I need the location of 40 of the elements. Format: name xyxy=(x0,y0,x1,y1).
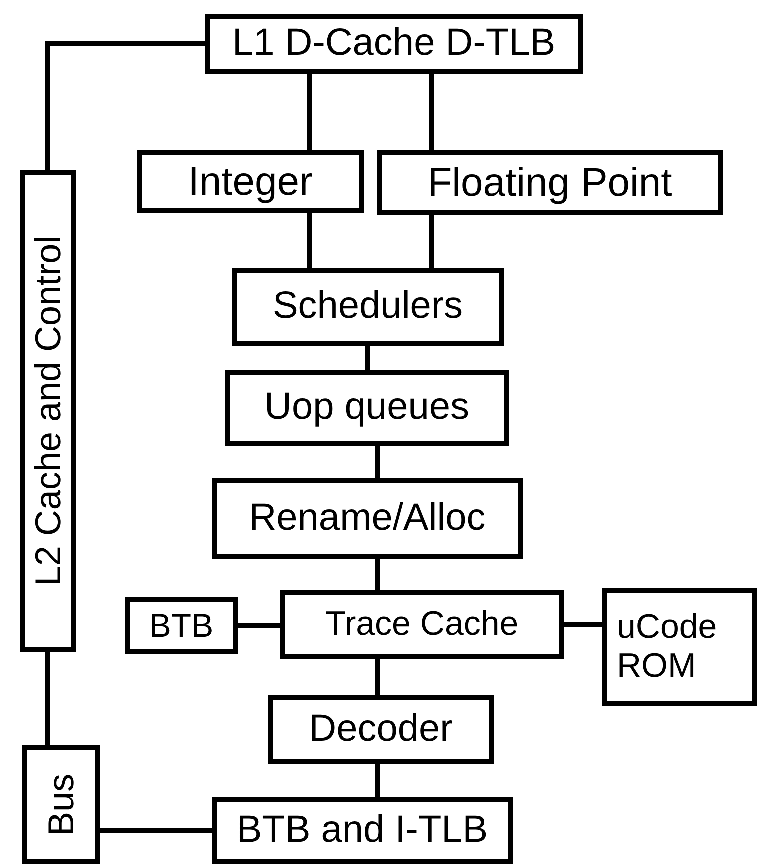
connector-line xyxy=(100,828,212,833)
block-label: L2 Cache and Control xyxy=(27,236,69,586)
connector-line xyxy=(46,42,205,170)
block-label: L1 D-Cache D-TLB xyxy=(232,22,556,66)
block-box xyxy=(280,590,564,659)
block-box xyxy=(232,268,504,346)
connector-line xyxy=(366,346,370,370)
block-box xyxy=(20,170,76,652)
block-label: BTB and I-TLB xyxy=(236,808,488,852)
block-label: uCode ROM xyxy=(617,608,718,686)
connector-line xyxy=(376,659,380,695)
block-box xyxy=(205,14,583,74)
connector-line xyxy=(376,764,380,797)
block-box xyxy=(602,588,757,706)
connector-line xyxy=(238,623,280,628)
block-box xyxy=(268,695,494,764)
block-box xyxy=(22,745,100,864)
connector-line xyxy=(430,215,434,268)
connector-line xyxy=(308,74,312,150)
block-box xyxy=(125,597,238,654)
block-label: Schedulers xyxy=(272,285,464,329)
block-label: Trace Cache xyxy=(325,604,519,644)
connector-line xyxy=(308,213,312,268)
block-box xyxy=(377,150,723,215)
block-box xyxy=(137,150,364,213)
block-label: Uop queues xyxy=(264,386,470,430)
connector-line xyxy=(564,622,602,627)
block-box xyxy=(225,370,509,446)
block-label: Rename/Alloc xyxy=(249,496,486,540)
block-label: Integer xyxy=(188,158,313,204)
connector-line xyxy=(376,559,380,590)
connector-line xyxy=(376,446,380,478)
connector-line xyxy=(46,652,50,745)
connector-line xyxy=(430,74,434,150)
block-box xyxy=(212,797,513,864)
block-label: Decoder xyxy=(309,708,453,752)
block-label: Bus xyxy=(40,773,82,836)
block-label: BTB xyxy=(149,606,214,644)
block-box xyxy=(212,478,523,559)
block-label: Floating Point xyxy=(428,160,672,206)
